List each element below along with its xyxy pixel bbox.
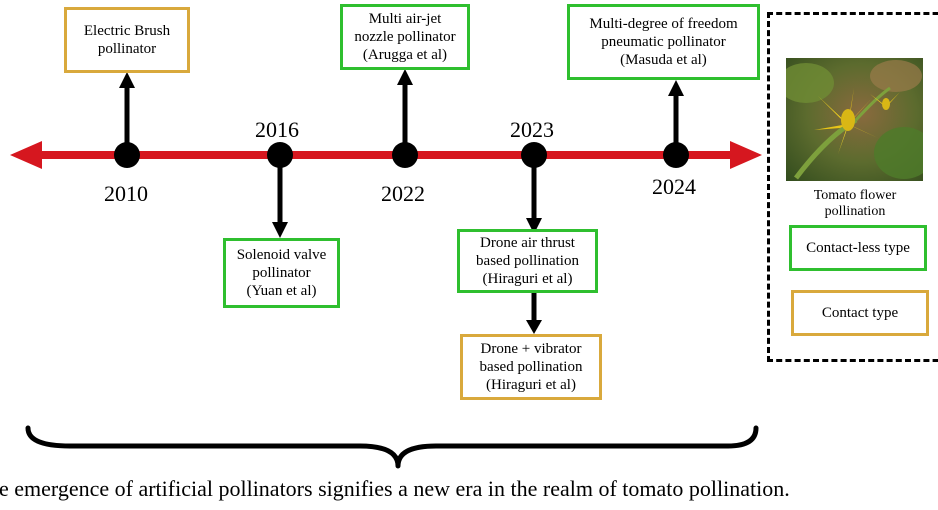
box-drone-vibrator-pollination: Drone + vibrator based pollination (Hira… [460,334,602,400]
year-label-2023: 2023 [510,117,554,142]
legend-image-label-line: Tomato flower [813,188,897,203]
figure-caption: he emergence of artificial pollinators s… [0,476,790,501]
box-line: pollinator [252,265,311,281]
box-line: Multi air-jet [368,11,442,27]
curly-brace [25,425,759,469]
box-line: based pollination [479,359,583,375]
legend-image-label: Tomato flower pollination [780,188,930,220]
year-label-2022: 2022 [381,181,425,206]
legend-panel [767,12,938,362]
box-electric-brush-pollinator: Electric Brush pollinator [64,7,190,73]
box-line: based pollination [476,253,579,269]
box-multi-air-jet-nozzle-pollinator: Multi air-jet nozzle pollinator (Arugga … [340,4,470,70]
timeline-right-arrowhead [730,141,762,169]
box-solenoid-valve-pollinator: Solenoid valve pollinator (Yuan et al) [223,238,340,308]
milestone-dot-2016 [267,142,293,168]
milestone-dot-2022 [392,142,418,168]
box-line: Solenoid valve [236,247,327,263]
timeline-left-arrowhead [10,141,42,169]
milestone-dot-2024 [663,142,689,168]
year-label-2024: 2024 [652,174,696,199]
box-drone-air-thrust-pollination: Drone air thrust based pollination (Hira… [457,229,598,293]
box-line: Drone + vibrator [480,341,582,357]
box-line: (Yuan et al) [246,283,317,299]
box-line: (Masuda et al) [620,52,707,68]
tomato-flower-photo [786,58,923,181]
box-line: pollinator [97,41,157,57]
year-label-2010: 2010 [104,181,148,206]
box-line: Electric Brush [83,23,171,39]
box-line: Multi-degree of freedom [589,16,738,32]
box-multi-degree-pneumatic-pollinator: Multi-degree of freedom pneumatic pollin… [567,4,760,80]
box-line: (Arugga et al) [362,47,448,63]
milestone-dot-2010 [114,142,140,168]
box-line: nozzle pollinator [354,29,456,45]
box-line: (Hiraguri et al) [486,377,576,393]
box-line: (Hiraguri et al) [482,271,573,287]
box-line: pneumatic pollinator [601,34,726,50]
legend-image-label-line: pollination [824,204,886,219]
box-line: Drone air thrust [480,235,575,251]
milestone-dot-2023 [521,142,547,168]
legend-contact-type: Contact type [791,290,929,336]
legend-contactless-type: Contact-less type [789,225,927,271]
year-label-2016: 2016 [255,117,299,142]
